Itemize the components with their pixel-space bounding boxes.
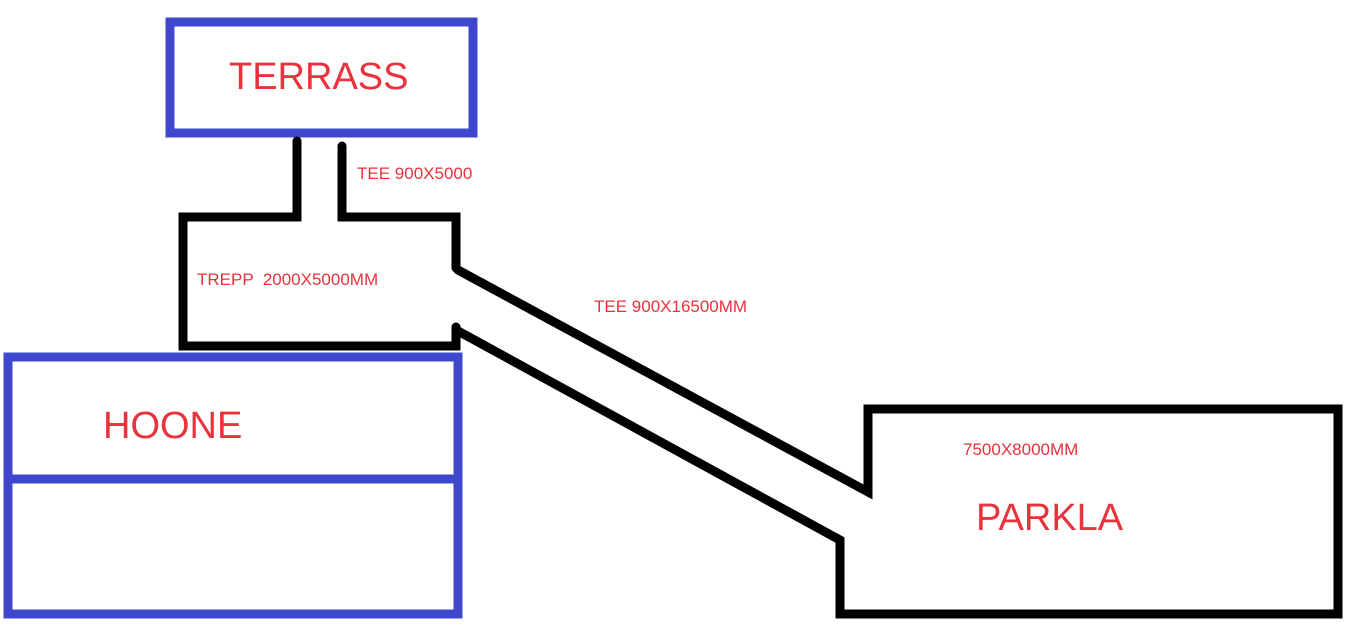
trepp-walls-right [337,141,461,273]
hoone-box [3,352,463,619]
terrass-label: TERRASS [229,56,409,98]
trepp-label: TREPP 2000X5000MM [197,270,379,289]
trepp-walls-left [178,136,461,351]
terrass-path-label: TEE 900X5000 [357,164,473,183]
parkla-label: PARKLA [976,497,1124,539]
terrass-box [165,17,478,138]
hoone-label: HOONE [103,405,243,447]
path-wall-upper [453,265,1343,619]
parkla-path-label: TEE 900X16500MM [594,297,748,316]
parkla-size-label: 7500X8000MM [963,440,1079,459]
